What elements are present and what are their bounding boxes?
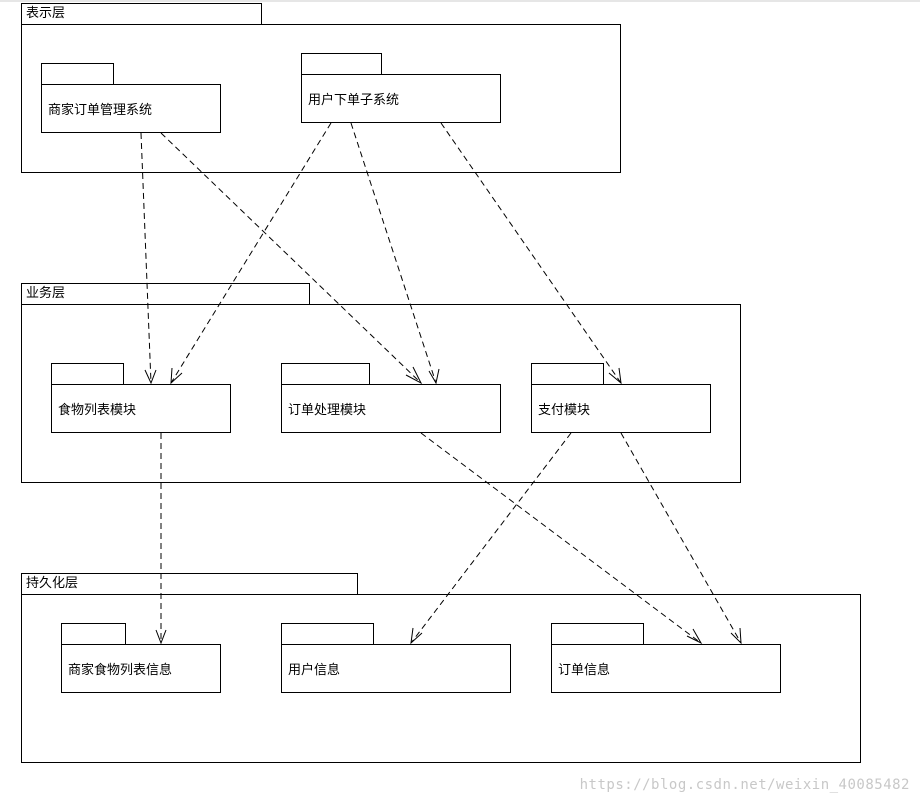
package-food-list-module: 食物列表模块	[51, 384, 231, 433]
layer-tab-presentation: 表示层	[21, 3, 262, 25]
layer-tab-business: 业务层	[21, 283, 310, 305]
package-tab	[301, 53, 382, 75]
package-order-info: 订单信息	[551, 644, 781, 693]
package-tab	[51, 363, 124, 385]
package-tab	[531, 363, 604, 385]
package-tab	[551, 623, 644, 645]
package-tab	[281, 623, 374, 645]
package-user-info: 用户信息	[281, 644, 511, 693]
package-user-order-system: 用户下单子系统	[301, 74, 501, 123]
package-tab	[281, 363, 370, 385]
package-payment-module: 支付模块	[531, 384, 711, 433]
package-order-processing-module: 订单处理模块	[281, 384, 501, 433]
package-merchant-food-list-info: 商家食物列表信息	[61, 644, 221, 693]
package-tab	[41, 63, 114, 85]
watermark: https://blog.csdn.net/weixin_40085482	[579, 777, 910, 793]
layer-tab-persistence: 持久化层	[21, 573, 358, 595]
top-border	[0, 0, 920, 2]
package-merchant-order-system: 商家订单管理系统	[41, 84, 221, 133]
package-tab	[61, 623, 126, 645]
